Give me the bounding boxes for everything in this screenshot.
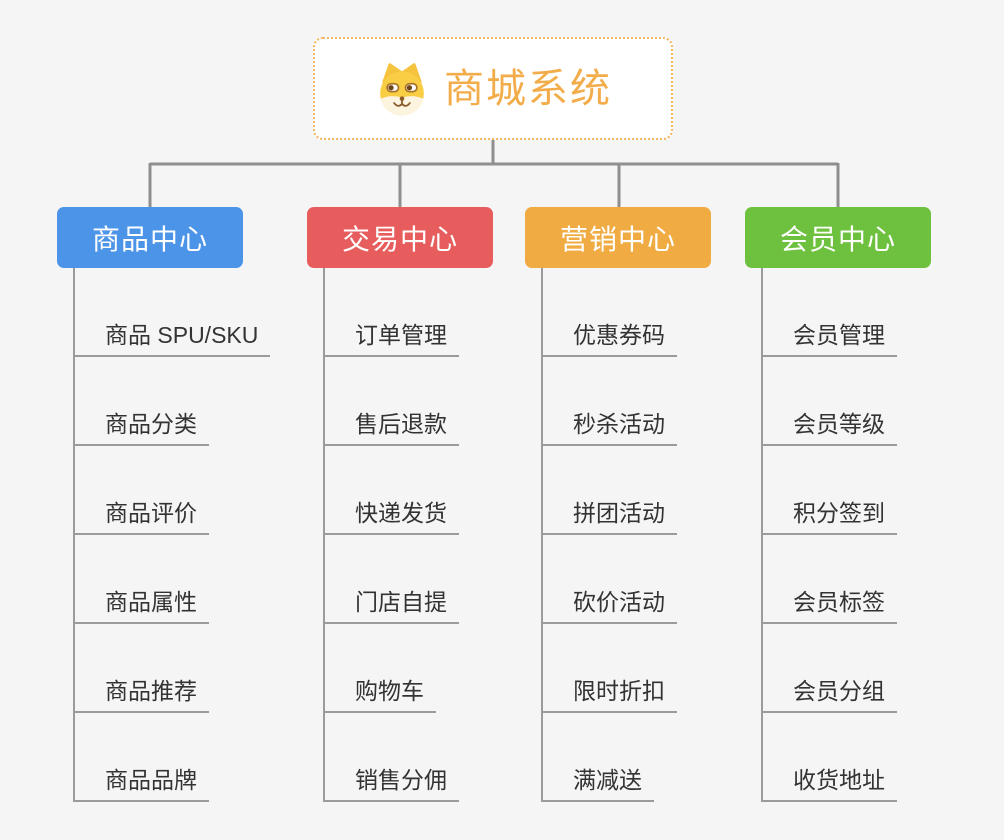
root-node[interactable]: 商城系统 (313, 37, 673, 140)
branch-label: 交易中心 (341, 223, 458, 255)
child-label: 购物车 (355, 677, 424, 704)
child-node[interactable]: 订单管理 (325, 268, 459, 357)
child-label: 积分签到 (793, 499, 885, 526)
child-label: 销售分佣 (355, 766, 447, 793)
child-label: 砍价活动 (573, 588, 665, 615)
child-label: 会员标签 (793, 588, 885, 615)
branch-label: 营销中心 (559, 223, 676, 255)
child-label: 商品推荐 (105, 677, 197, 704)
child-label: 会员分组 (793, 677, 885, 704)
branch-label: 会员中心 (779, 223, 896, 255)
branch-node[interactable]: 会员中心 (745, 207, 931, 268)
branch-children: 会员管理 会员等级 积分签到 会员标签 会员分组 收货地址 (761, 268, 931, 802)
child-label: 商品品牌 (105, 766, 197, 793)
branch-column: 商品中心 商品 SPU/SKU 商品分类 商品评价 商品属性 商品推荐 商品品牌 (57, 207, 271, 802)
child-label: 优惠券码 (573, 321, 665, 348)
child-label: 商品评价 (105, 499, 197, 526)
child-node[interactable]: 积分签到 (763, 446, 897, 535)
child-label: 限时折扣 (573, 677, 665, 704)
child-label: 满减送 (573, 766, 642, 793)
child-node[interactable]: 满减送 (543, 713, 654, 802)
child-node[interactable]: 售后退款 (325, 357, 459, 446)
branch-children: 优惠券码 秒杀活动 拼团活动 砍价活动 限时折扣 满减送 (541, 268, 711, 802)
child-node[interactable]: 销售分佣 (325, 713, 459, 802)
child-node[interactable]: 门店自提 (325, 535, 459, 624)
child-node[interactable]: 商品 SPU/SKU (75, 268, 271, 357)
child-node[interactable]: 会员管理 (763, 268, 897, 357)
child-label: 快递发货 (355, 499, 447, 526)
child-label: 商品分类 (105, 410, 197, 437)
child-node[interactable]: 商品属性 (75, 535, 209, 624)
child-node[interactable]: 购物车 (325, 624, 436, 713)
branch-children: 订单管理 售后退款 快递发货 门店自提 购物车 销售分佣 (323, 268, 493, 802)
branch-column: 营销中心 优惠券码 秒杀活动 拼团活动 砍价活动 限时折扣 满减送 (525, 207, 711, 802)
child-node[interactable]: 商品评价 (75, 446, 209, 535)
child-node[interactable]: 会员分组 (763, 624, 897, 713)
child-node[interactable]: 商品分类 (75, 357, 209, 446)
branch-column: 交易中心 订单管理 售后退款 快递发货 门店自提 购物车 销售分佣 (307, 207, 493, 802)
child-label: 会员等级 (793, 410, 885, 437)
root-title: 商城系统 (444, 66, 612, 111)
branch-label: 商品中心 (91, 223, 208, 255)
child-node[interactable]: 快递发货 (325, 446, 459, 535)
branch-node[interactable]: 商品中心 (57, 207, 243, 268)
branch-node[interactable]: 营销中心 (525, 207, 711, 268)
child-node[interactable]: 限时折扣 (543, 624, 677, 713)
child-node[interactable]: 商品品牌 (75, 713, 209, 802)
child-label: 秒杀活动 (573, 410, 665, 437)
branch-node[interactable]: 交易中心 (307, 207, 493, 268)
child-node[interactable]: 砍价活动 (543, 535, 677, 624)
child-node[interactable]: 秒杀活动 (543, 357, 677, 446)
child-label: 门店自提 (355, 588, 447, 615)
branch-children: 商品 SPU/SKU 商品分类 商品评价 商品属性 商品推荐 商品品牌 (73, 268, 271, 802)
child-label: 售后退款 (355, 410, 447, 437)
child-node[interactable]: 商品推荐 (75, 624, 209, 713)
child-node[interactable]: 会员标签 (763, 535, 897, 624)
branch-column: 会员中心 会员管理 会员等级 积分签到 会员标签 会员分组 收货地址 (745, 207, 931, 802)
child-label: 商品属性 (105, 588, 197, 615)
child-label: 会员管理 (793, 321, 885, 348)
shiba-dog-icon (374, 61, 430, 117)
child-node[interactable]: 优惠券码 (543, 268, 677, 357)
child-label: 订单管理 (355, 321, 447, 348)
child-label: 商品 SPU/SKU (105, 321, 259, 348)
child-node[interactable]: 会员等级 (763, 357, 897, 446)
child-node[interactable]: 拼团活动 (543, 446, 677, 535)
child-label: 拼团活动 (573, 499, 665, 526)
child-label: 收货地址 (793, 766, 885, 793)
child-node[interactable]: 收货地址 (763, 713, 897, 802)
